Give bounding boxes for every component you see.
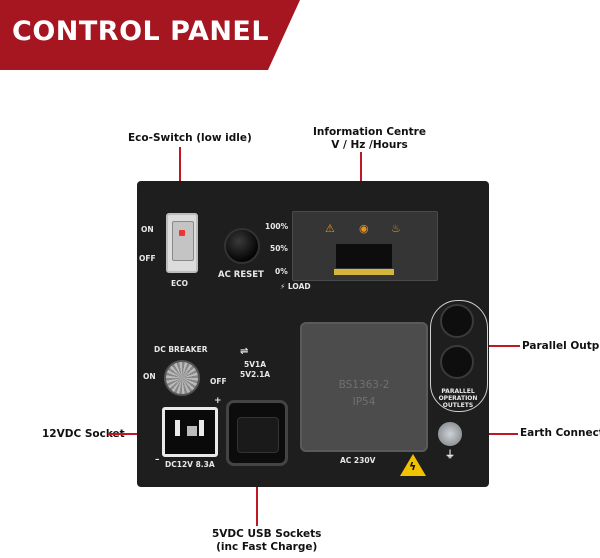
lcd-legend-strip [334,269,394,275]
callout-info-centre: Information Centre V / Hz /Hours [313,126,426,152]
parallel-outlet-1[interactable] [440,304,474,338]
ac-voltage-label: AC 230V [340,456,376,465]
callout-usb-line2: (inc Fast Charge) [216,541,318,553]
callout-info-centre-line1: Information Centre [313,126,426,138]
dc-breaker-on: ON [143,372,156,381]
load-level-50: 50% [270,244,288,253]
usb-cover-flap [237,417,279,453]
eco-label: ECO [171,279,189,288]
dc-breaker-off: OFF [210,377,227,386]
load-text: LOAD [287,282,311,291]
header-banner [0,0,300,70]
parallel-outlet-2[interactable] [440,345,474,379]
callout-usb-sockets: 5VDC USB Sockets (inc Fast Charge) [212,528,321,554]
page-title: CONTROL PANEL [12,16,270,47]
minus-icon: – [155,455,160,465]
warning-icon: ⚠ [325,222,335,235]
dc-socket-pin [175,420,180,436]
parallel-label-line1: PARALLEL [441,388,475,395]
cover-label-standard: BS1363-2 [338,379,390,391]
dc-socket-pin [199,420,204,436]
usb-icon: ⇌ [240,346,249,357]
dc-rating-label: DC12V 8.3A [165,460,215,469]
eco-off-label: OFF [139,254,156,263]
parallel-operation-label: PARALLEL OPERATION OUTLETS [430,388,486,409]
dc-12v-socket[interactable] [162,407,218,457]
eco-switch-rocker [172,221,194,261]
usb-rating-2: 5V2.1A [240,370,271,379]
dc-socket-pin [187,426,197,436]
eco-switch[interactable] [166,213,198,273]
callout-eco-switch: Eco-Switch (low idle) [128,132,252,144]
load-label: ⚡ LOAD [280,282,311,291]
lightning-icon: ⚡ [280,282,286,291]
parallel-outputs-frame [430,300,488,412]
eco-on-label: ON [141,225,154,234]
callout-parallel-outputs: Parallel Outputs [522,340,600,352]
load-level-0: 0% [275,267,288,276]
ac-reset-label: AC RESET [218,270,264,280]
oil-icon: ♨ [391,222,401,235]
bulb-icon: ◉ [359,222,369,235]
leader-parallel-outputs [462,345,520,347]
parallel-label-line3: OUTLETS [442,402,474,409]
dc-breaker-label: DC BREAKER [154,345,208,354]
callout-dc-socket: 12VDC Socket [42,428,125,440]
earth-terminal[interactable] [438,422,462,446]
load-level-100: 100% [265,222,289,231]
callout-usb-line1: 5VDC USB Sockets [212,528,322,540]
usb-socket-cover[interactable] [226,400,288,466]
lcd-screen [336,244,392,268]
parallel-label-line2: OPERATION [438,395,478,402]
eco-indicator-icon [179,230,185,236]
callout-info-centre-line2: V / Hz /Hours [331,139,408,151]
ground-icon: ⏚ [445,450,455,461]
callout-earth-connection: Earth Connection [520,427,600,439]
ac-outlet-cover[interactable]: BS1363-2 IP54 [300,322,428,452]
usb-rating-1: 5V1A [244,360,267,369]
cover-label-ip: IP54 [352,396,376,408]
ac-reset-button[interactable] [224,228,260,264]
information-centre-display: ⚠ ◉ ♨ [292,211,438,281]
dc-breaker-knob[interactable] [164,360,200,396]
plus-icon: + [214,396,222,406]
